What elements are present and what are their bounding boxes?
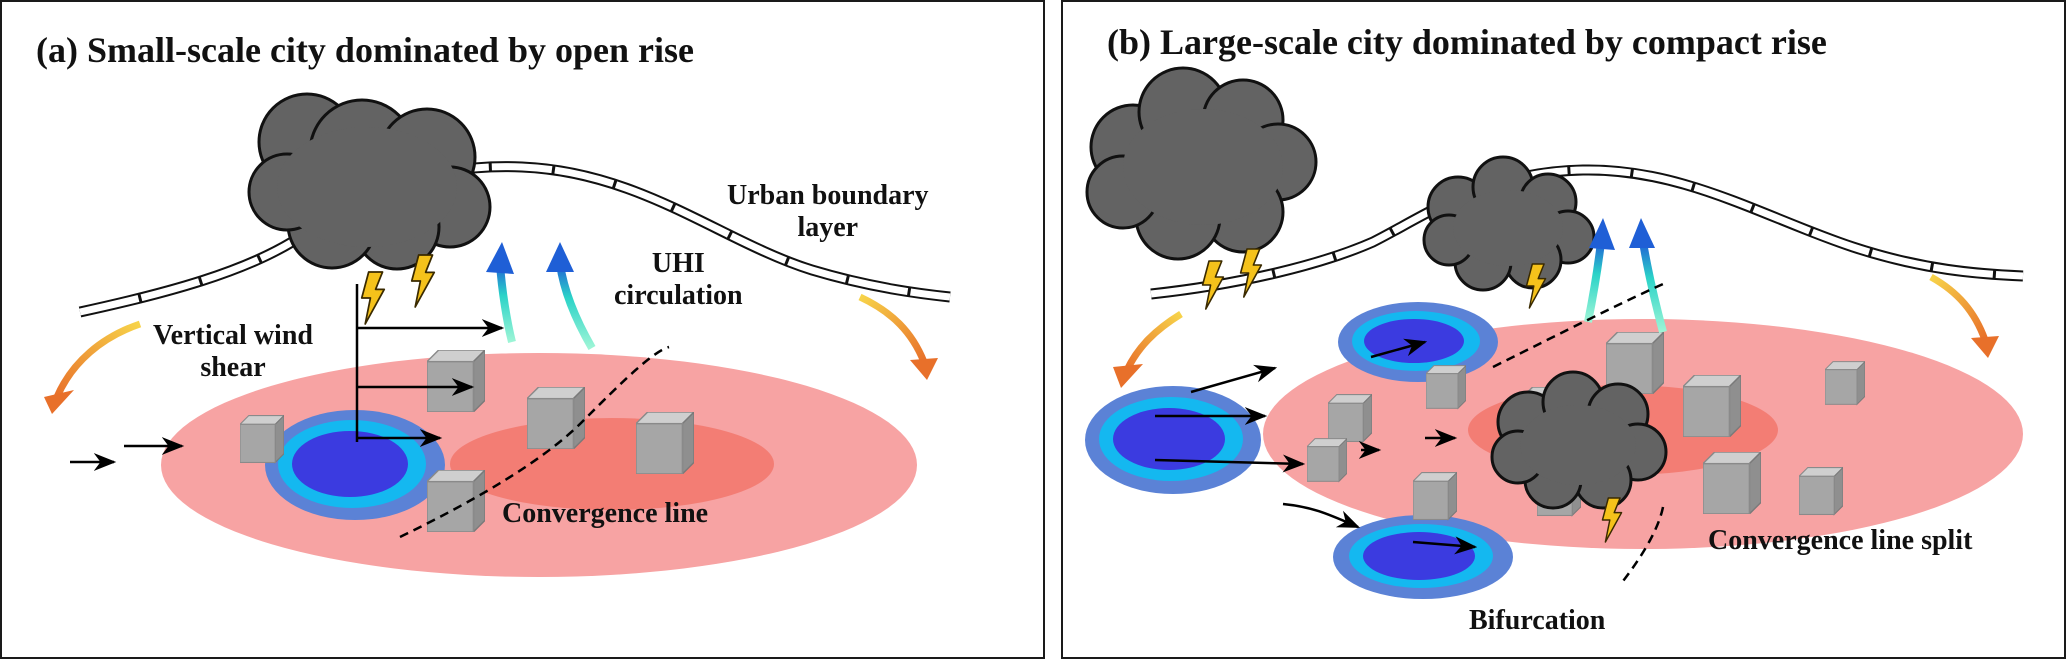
wind-arrow xyxy=(1370,338,1428,359)
storm-cell-upper xyxy=(1338,302,1498,382)
building-icon xyxy=(1703,452,1761,514)
building-icon xyxy=(636,412,694,474)
panel-a-diagram xyxy=(44,92,951,577)
panel-a-title: (a) Small-scale city dominated by open r… xyxy=(36,30,694,70)
outflow-arrow-left xyxy=(1123,311,1183,372)
arrow-icon xyxy=(1589,218,1615,250)
convergence-line xyxy=(399,345,670,539)
building-icon xyxy=(427,350,485,412)
uhi-circulation-arrow xyxy=(556,263,596,350)
storm-core xyxy=(292,431,408,497)
label-vertical-wind-shear: Vertical wind shear xyxy=(153,320,313,384)
label-urban-boundary-layer: Urban boundary layer xyxy=(727,180,929,244)
uhi-circulation-arrow xyxy=(1584,241,1605,323)
storm-cell-lower xyxy=(1333,515,1513,599)
outflow-arrow-right xyxy=(1929,273,1989,342)
arrow-icon xyxy=(44,390,74,414)
label-convergence-line-split: Convergence line split xyxy=(1708,525,1973,556)
lightning-icon xyxy=(360,270,386,326)
uhi-circulation-arrow xyxy=(1639,241,1667,334)
arrow-icon xyxy=(910,358,938,380)
arrow-icon xyxy=(1113,364,1143,388)
arrow-icon xyxy=(1971,336,1999,358)
arrow-icon xyxy=(1629,218,1655,248)
building-icon xyxy=(1413,471,1457,521)
label-bifurcation: Bifurcation xyxy=(1469,605,1606,636)
building-icon xyxy=(1825,361,1865,405)
building-icon xyxy=(1307,438,1347,482)
convergence-line-upper xyxy=(1492,282,1664,369)
panel-b: (b) Large-scale city dominated by compac… xyxy=(1061,0,2066,659)
building-icon xyxy=(1683,375,1741,437)
convergence-line-lower xyxy=(1619,506,1665,586)
building-icon xyxy=(1426,365,1466,409)
uhi-inner-zone xyxy=(450,418,774,510)
building-icon xyxy=(427,470,485,532)
outflow-arrow-right xyxy=(858,293,928,364)
panel-b-diagram xyxy=(1085,66,2024,599)
label-uhi-circulation: UHI circulation xyxy=(614,248,743,312)
building-icon xyxy=(527,387,585,449)
outflow-arrow-left xyxy=(53,320,142,399)
wind-arrow xyxy=(1190,364,1278,394)
wind-arrow xyxy=(1154,454,1306,473)
wind-arrow xyxy=(1412,536,1478,555)
building-icon xyxy=(1799,466,1843,516)
label-convergence-line: Convergence line xyxy=(502,498,709,529)
wind-arrow xyxy=(1282,502,1361,529)
panel-a: (a) Small-scale city dominated by open r… xyxy=(0,0,1045,659)
storm-cell-left xyxy=(1085,386,1261,494)
uhi-circulation-arrow xyxy=(496,263,516,343)
building-icon xyxy=(240,414,284,464)
arrow-icon xyxy=(486,242,514,274)
panel-b-title: (b) Large-scale city dominated by compac… xyxy=(1107,22,1827,62)
arrow-icon xyxy=(546,242,574,272)
building-icon xyxy=(1328,393,1372,443)
